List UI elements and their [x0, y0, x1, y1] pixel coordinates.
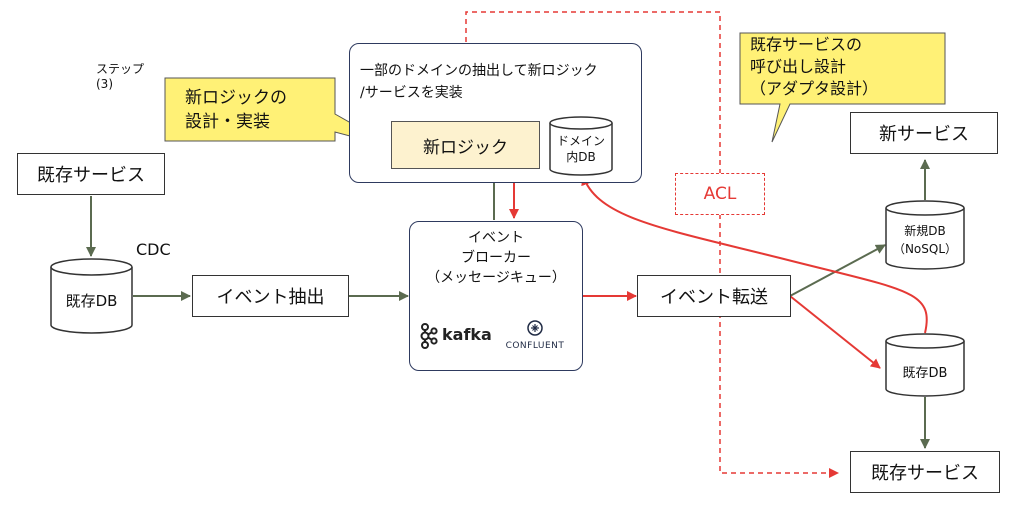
- cdc-label: CDC: [136, 240, 171, 259]
- new-db-cylinder: [885, 200, 965, 270]
- edge-transfer-to-newdb: [789, 244, 886, 297]
- existing-service-left: 既存サービス: [17, 153, 165, 195]
- confluent-icon: [527, 320, 543, 336]
- existing-db-right-cylinder: [885, 333, 965, 397]
- existing-db-right-label: 既存DB: [902, 366, 948, 381]
- existing-db-left: 既存DB: [50, 258, 133, 334]
- event-broker: [409, 221, 583, 371]
- step-label: ステップ (3): [96, 62, 145, 91]
- new-logic: 新ロジック: [391, 121, 540, 169]
- domain-db-label: ドメイン 内DB: [556, 134, 605, 164]
- existing-db-right: 既存DB: [885, 333, 965, 397]
- callout-adapter-shape: [739, 32, 946, 143]
- domain-db: ドメイン 内DB: [549, 116, 613, 176]
- acl-box: ACL: [675, 173, 765, 215]
- event-transfer: イベント転送: [637, 275, 791, 317]
- edge-existing-db-to-domain-db: [581, 175, 928, 334]
- confluent-logo: CONFLUENT: [500, 320, 570, 354]
- new-db-label: 新規DB （NoSQL）: [892, 224, 958, 256]
- kafka-logo-text: kafka: [442, 325, 492, 344]
- new-service: 新サービス: [850, 112, 998, 154]
- event-broker-label: イベント ブローカー （メッセージキュー）: [426, 230, 566, 286]
- existing-db-left-label: 既存DB: [65, 292, 118, 310]
- domain-group-title: 一部のドメインの抽出して新ロジック /サービスを実装: [360, 63, 598, 101]
- callout-adapter-text: 既存サービスの 呼び出し設計 （アダプタ設計）: [750, 35, 879, 98]
- event-extract: イベント抽出: [192, 275, 349, 317]
- kafka-logo: kafka: [420, 323, 492, 349]
- callout-new-logic-text: 新ロジックの 設計・実装: [185, 88, 287, 132]
- new-db: 新規DB （NoSQL）: [885, 200, 965, 270]
- domain-db-cylinder: [549, 116, 613, 176]
- confluent-logo-text: CONFLUENT: [505, 341, 565, 351]
- edge-transfer-to-existing-db: [789, 295, 881, 369]
- existing-db-left-cylinder: [50, 258, 133, 334]
- existing-service-right: 既存サービス: [850, 451, 1000, 493]
- kafka-icon: [420, 323, 438, 349]
